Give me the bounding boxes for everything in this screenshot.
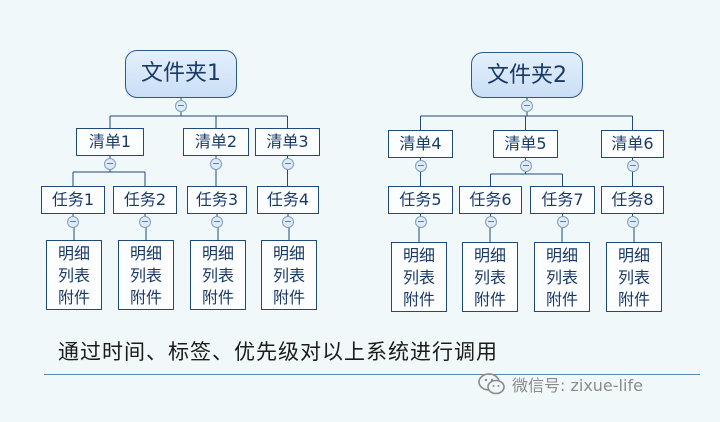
task-node: 任务1 [41,186,105,214]
collapse-toggle-icon[interactable] [210,158,222,170]
collapse-toggle-icon[interactable] [626,160,639,172]
wechat-icon [478,373,505,395]
detail-line: 附件 [272,288,305,307]
task-node: 任务2 [113,186,177,214]
collapse-toggle-icon[interactable] [521,100,533,112]
detail-line: 明细 [402,246,435,265]
detail-line: 明细 [473,246,506,265]
folder-node: 文件夹2 [471,52,583,98]
detail-line: 明细 [129,244,162,263]
list-node: 清单4 [388,130,453,158]
collapse-toggle-icon[interactable] [211,216,223,228]
collapse-toggle-icon[interactable] [67,216,79,228]
task-node: 任务6 [459,186,522,214]
detail-line: 附件 [545,290,578,309]
collapse-toggle-icon[interactable] [175,100,187,112]
task-node: 任务8 [601,186,664,214]
task-node: 任务4 [257,186,319,214]
detail-box: 明细列表附件 [391,242,447,312]
detail-line: 列表 [272,266,305,285]
detail-box: 明细列表附件 [606,242,662,312]
detail-line: 列表 [129,266,162,285]
detail-line: 附件 [617,290,650,309]
detail-box: 明细列表附件 [118,240,174,310]
collapse-toggle-icon[interactable] [626,216,639,228]
collapse-toggle-icon[interactable] [414,160,427,172]
collapse-toggle-icon[interactable] [484,216,497,228]
folder-node: 文件夹1 [125,50,237,98]
watermark-text: 微信号: zixue-life [512,376,643,395]
collapse-toggle-icon[interactable] [556,216,569,228]
detail-line: 列表 [617,268,650,287]
detail-box: 明细列表附件 [190,240,246,310]
detail-line: 明细 [272,244,305,263]
detail-line: 附件 [402,290,435,309]
footer-caption: 通过时间、标签、优先级对以上系统进行调用 [58,340,498,364]
list-node: 清单6 [601,130,664,158]
collapse-toggle-icon[interactable] [281,158,294,170]
task-node: 任务3 [187,186,247,214]
detail-line: 附件 [129,288,162,307]
detail-line: 附件 [57,288,90,307]
list-node: 清单5 [493,130,558,158]
detail-box: 明细列表附件 [462,242,518,312]
list-node: 清单1 [76,128,144,156]
detail-line: 列表 [201,266,234,285]
list-node: 清单3 [255,128,320,156]
detail-line: 列表 [545,268,578,287]
detail-box: 明细列表附件 [534,242,590,312]
detail-line: 明细 [617,246,650,265]
detail-line: 明细 [57,244,90,263]
detail-line: 明细 [201,244,234,263]
list-node: 清单2 [183,128,249,156]
detail-box: 明细列表附件 [46,240,102,310]
collapse-toggle-icon[interactable] [519,160,532,172]
collapse-toggle-icon[interactable] [139,216,151,228]
wechat-watermark: 微信号: zixue-life [478,372,643,396]
detail-line: 附件 [473,290,506,309]
detail-line: 明细 [545,246,578,265]
footer-divider [44,374,700,375]
detail-box: 明细列表附件 [261,240,317,310]
collapse-toggle-icon[interactable] [414,216,427,228]
detail-line: 列表 [473,268,506,287]
collapse-toggle-icon[interactable] [104,158,116,170]
detail-line: 列表 [57,266,90,285]
task-node: 任务5 [388,186,453,214]
detail-line: 列表 [402,268,435,287]
collapse-toggle-icon[interactable] [282,216,294,228]
task-node: 任务7 [530,186,595,214]
detail-line: 附件 [201,288,234,307]
